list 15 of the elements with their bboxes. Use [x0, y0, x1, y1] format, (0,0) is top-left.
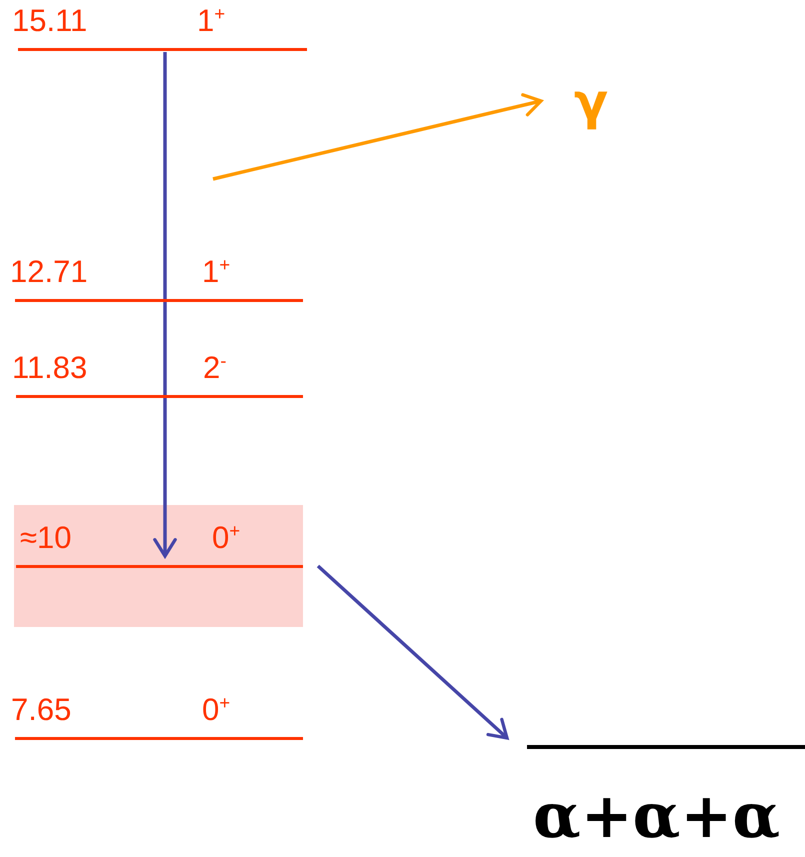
spin-parity: 0$^{+}$ — [212, 520, 240, 556]
energy-value: ≈10 — [20, 520, 72, 556]
energy-value: 12.71 — [10, 254, 88, 290]
channel-label: α+α+α — [533, 781, 780, 851]
spin-parity: 1$^{+}$ — [202, 254, 230, 290]
emission-arrow — [212, 93, 543, 181]
energy-value: 7.65 — [11, 692, 72, 728]
decay-arrow — [153, 52, 177, 558]
energy-value: 15.11 — [12, 3, 88, 39]
spin-parity: 0$^{+}$ — [202, 692, 230, 728]
energy-value: 11.83 — [12, 350, 88, 386]
gamma-symbol: γ — [574, 70, 608, 134]
spin-parity: 1$^{+}$ — [197, 3, 226, 39]
spin-parity: 2$^{-}$ — [203, 350, 226, 386]
decay-arrow — [316, 564, 509, 740]
